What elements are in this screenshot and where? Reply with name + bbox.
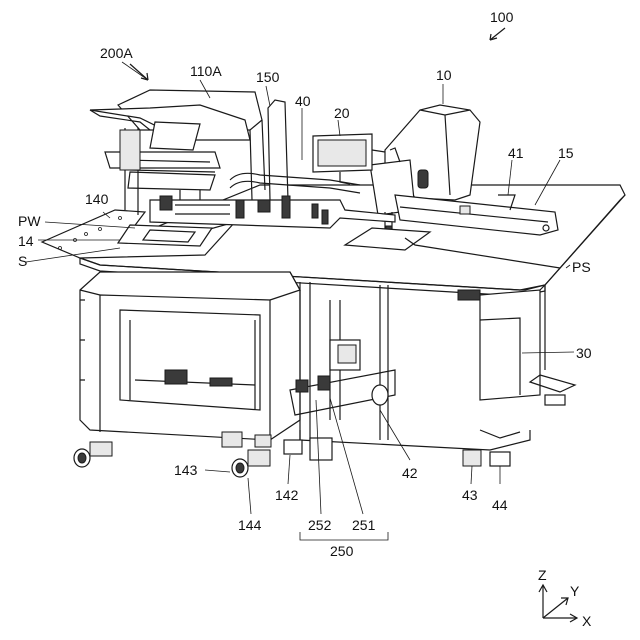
axis-label-x: X [582, 613, 592, 629]
label-143: 143 [174, 462, 198, 478]
label-200A: 200A [100, 45, 133, 61]
label-40: 40 [295, 93, 311, 109]
label-42: 42 [402, 465, 418, 481]
label-20: 20 [334, 105, 350, 121]
label-PW: PW [18, 213, 41, 229]
label-110A: 110A [190, 63, 222, 79]
label-142: 142 [275, 487, 299, 503]
label-44: 44 [492, 497, 508, 513]
label-250: 250 [330, 543, 354, 559]
label-144: 144 [238, 517, 262, 533]
label-PS: PS [572, 259, 591, 275]
label-S: S [18, 253, 27, 269]
label-251: 251 [352, 517, 376, 533]
label-252: 252 [308, 517, 332, 533]
axis-label-y: Y [570, 583, 580, 599]
frame [80, 272, 575, 466]
label-43: 43 [462, 487, 478, 503]
axis-label-z: Z [538, 567, 547, 583]
label-10: 10 [436, 67, 452, 83]
label-14: 14 [18, 233, 34, 249]
label-15: 15 [558, 145, 574, 161]
label-140: 140 [85, 191, 109, 207]
label-30: 30 [576, 345, 592, 361]
label-100: 100 [490, 9, 514, 25]
label-150: 150 [256, 69, 280, 85]
label-41: 41 [508, 145, 524, 161]
